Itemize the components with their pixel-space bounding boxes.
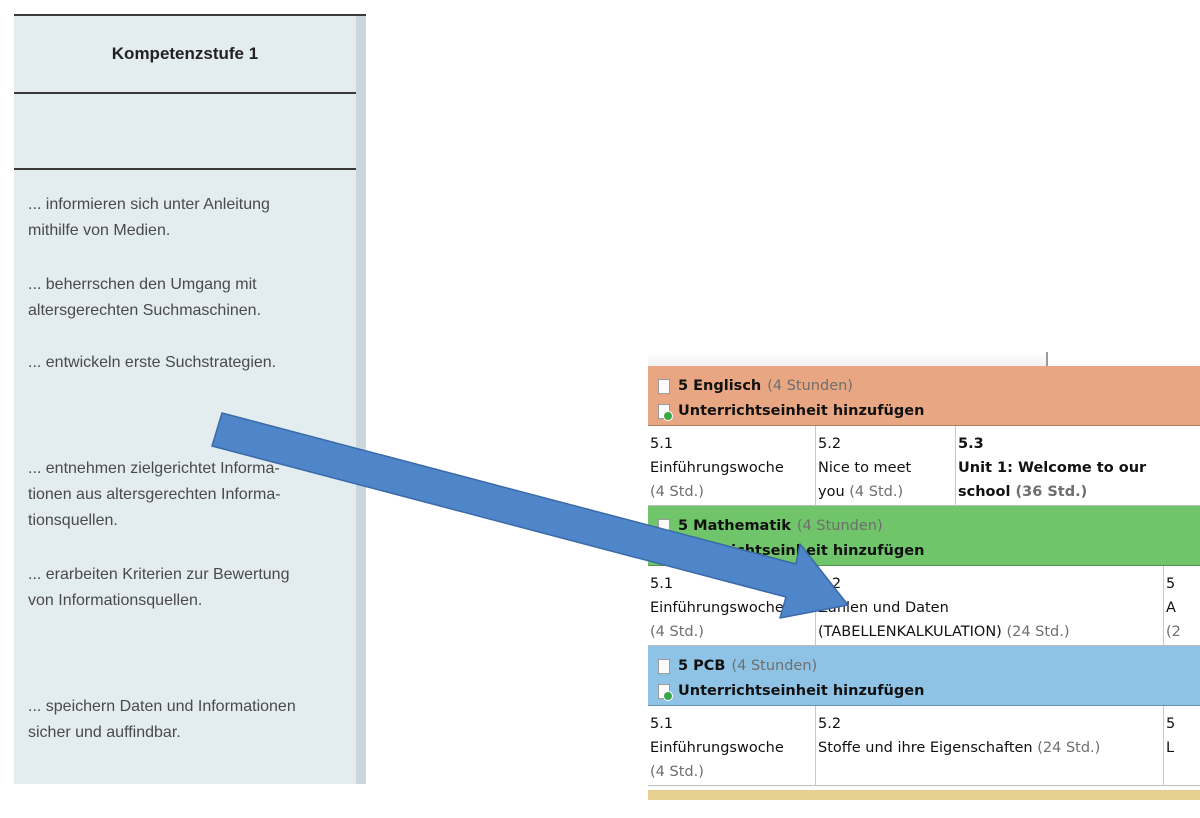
document-icon	[658, 378, 670, 394]
unit-number: 5.3	[958, 436, 984, 452]
unit-name: Einführungswoche	[650, 740, 784, 756]
unit-name: Einführungswoche	[650, 600, 784, 616]
subject-name: 5 PCB	[678, 658, 726, 674]
unit-name: L	[1166, 740, 1175, 756]
subject-header-pcb[interactable]: 5 PCB (4 Stunden) Unterrichtseinheit hin…	[648, 646, 1200, 706]
unit-number: 5.2	[818, 716, 842, 732]
competence-item: ... erarbeiten Kriterien zur Bewertung v…	[28, 566, 290, 609]
competence-item: ... entnehmen zielgerichtet Informa- tio…	[28, 460, 281, 529]
unit-card[interactable]: 5.3 Unit 1: Welcome to our school (36 St…	[956, 426, 1200, 505]
unit-hours: (4 Std.)	[849, 484, 904, 500]
competence-level-panel: Kompetenzstufe 1 ... informieren sich un…	[14, 14, 366, 784]
unit-name-cont: (TABELLENKALKULATION)	[818, 624, 1002, 640]
unit-name: A	[1166, 600, 1176, 616]
add-unit-label: Unterrichtseinheit hinzufügen	[678, 683, 925, 699]
unit-number: 5.1	[650, 716, 674, 732]
subject-title: 5 Mathematik (4 Stunden)	[658, 516, 883, 536]
next-subject-strip	[648, 790, 1200, 800]
subject-hours: (4 Stunden)	[767, 378, 853, 394]
subject-hours: (4 Stunden)	[731, 658, 818, 674]
competence-item: ... beherrschen den Umgang mit altersger…	[28, 276, 262, 319]
unit-row-englisch: 5.1 Einführungswoche (4 Std.) 5.2 Nice t…	[648, 426, 1200, 506]
add-document-icon	[658, 403, 673, 421]
add-unit-label: Unterrichtseinheit hinzufügen	[678, 403, 925, 419]
unit-number: 5.1	[650, 436, 674, 452]
unit-hours: (4 Std.)	[650, 484, 704, 500]
subject-name: 5 Mathematik	[678, 518, 791, 534]
unit-name: Einführungswoche	[650, 460, 784, 476]
unit-hours: (2	[1166, 624, 1181, 640]
unit-card[interactable]: 5.1 Einführungswoche (4 Std.)	[648, 566, 816, 645]
subject-hours: (4 Stunden)	[796, 518, 883, 534]
subject-title: 5 PCB (4 Stunden)	[658, 656, 817, 676]
competence-level-title: Kompetenzstufe 1	[14, 16, 356, 94]
add-document-icon	[658, 683, 673, 701]
subject-title: 5 Englisch (4 Stunden)	[658, 376, 853, 396]
unit-name-cont: you	[818, 484, 845, 500]
unit-card[interactable]: 5 A (2	[1164, 566, 1200, 645]
unit-hours: (4 Std.)	[650, 764, 704, 780]
unit-card[interactable]: 5.1 Einführungswoche (4 Std.)	[648, 426, 816, 505]
add-unit-button[interactable]: Unterrichtseinheit hinzufügen	[658, 541, 924, 561]
toolbar-segment	[648, 352, 1048, 366]
subject-header-mathematik[interactable]: 5 Mathematik (4 Stunden) Unterrichtseinh…	[648, 506, 1200, 566]
unit-hours: (36 Std.)	[1015, 484, 1088, 500]
planner-toolbar	[648, 352, 1200, 366]
add-unit-button[interactable]: Unterrichtseinheit hinzufügen	[658, 401, 924, 421]
panel-edge-shadow	[356, 16, 366, 784]
add-unit-button[interactable]: Unterrichtseinheit hinzufügen	[658, 681, 924, 701]
unit-name-cont: school	[958, 484, 1011, 500]
unit-number: 5.2	[818, 436, 842, 452]
competence-item: ... entwickeln erste Suchstrategien.	[28, 354, 277, 371]
subject-name: 5 Englisch	[678, 378, 762, 394]
unit-hours: (4 Std.)	[650, 624, 704, 640]
unit-name: Zahlen und Daten	[818, 600, 949, 616]
unit-number: 5	[1166, 716, 1176, 732]
unit-number: 5.2	[818, 576, 842, 592]
unit-name: Nice to meet	[818, 460, 912, 476]
competence-empty-row	[14, 94, 356, 170]
unit-card[interactable]: 5 L	[1164, 706, 1200, 785]
unit-hours: (24 Std.)	[1037, 740, 1101, 756]
unit-hours: (24 Std.)	[1006, 624, 1070, 640]
lesson-planner: 5 Englisch (4 Stunden) Unterrichtseinhei…	[648, 352, 1200, 800]
document-icon	[658, 518, 670, 534]
unit-card[interactable]: 5.2 Nice to meet you (4 Std.)	[816, 426, 956, 505]
competence-item: ... informieren sich unter Anleitung mit…	[28, 196, 270, 239]
unit-row-mathematik: 5.1 Einführungswoche (4 Std.) 5.2 Zahlen…	[648, 566, 1200, 646]
unit-card-selected[interactable]: 5.2 Zahlen und Daten (TABELLENKALKULATIO…	[816, 566, 1164, 645]
add-unit-label: Unterrichtseinheit hinzufügen	[678, 543, 925, 559]
unit-row-pcb: 5.1 Einführungswoche (4 Std.) 5.2 Stoffe…	[648, 706, 1200, 786]
unit-name: Stoffe und ihre Eigenschaften	[818, 740, 1033, 756]
unit-name: Unit 1: Welcome to our	[958, 460, 1147, 476]
subject-header-englisch[interactable]: 5 Englisch (4 Stunden) Unterrichtseinhei…	[648, 366, 1200, 426]
document-icon	[658, 658, 670, 674]
unit-number: 5	[1166, 576, 1176, 592]
competence-item: ... speichern Daten und Informationen si…	[28, 698, 296, 741]
unit-card[interactable]: 5.1 Einführungswoche (4 Std.)	[648, 706, 816, 785]
unit-card[interactable]: 5.2 Stoffe und ihre Eigenschaften (24 St…	[816, 706, 1164, 785]
unit-number: 5.1	[650, 576, 674, 592]
add-document-icon	[658, 543, 673, 561]
